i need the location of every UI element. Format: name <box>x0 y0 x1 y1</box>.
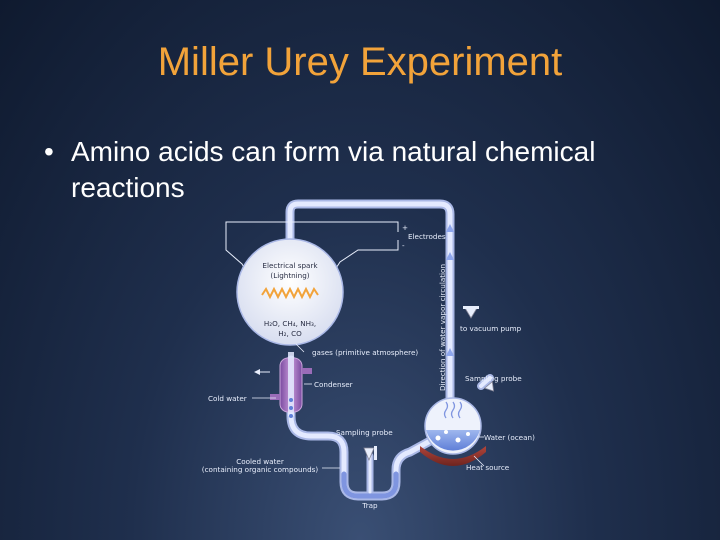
sampling-probe-right-label: Sampling probe <box>465 374 522 383</box>
gases-label: gases (primitive atmosphere) <box>312 348 418 357</box>
bullet-text: Amino acids can form via natural chemica… <box>71 136 596 203</box>
condenser <box>270 352 312 418</box>
vacuum-pump-label: to vacuum pump <box>460 324 522 333</box>
spark-label-line1: Electrical spark <box>262 261 318 270</box>
vacuum-stopcock-icon <box>463 306 479 319</box>
cold-water-label: Cold water <box>208 394 247 403</box>
cooled-water-label-line1: Cooled water <box>236 457 284 466</box>
gas-formula-line2: H₂, CO <box>278 329 302 338</box>
boiling-flask <box>424 397 482 455</box>
bullet-point: • Amino acids can form via natural chemi… <box>44 134 684 206</box>
heat-source <box>420 446 486 466</box>
electrodes-label: Electrodes <box>408 232 446 241</box>
spark-chamber: Electrical spark (Lightning) H₂O, CH₄, N… <box>236 238 344 346</box>
sampling-stopcock-right-icon <box>483 380 495 392</box>
circulation-direction-label: Direction of water vapor circulation <box>438 264 447 391</box>
spark-label-line2: (Lightning) <box>270 271 309 280</box>
glass-tubing <box>285 199 494 501</box>
cooled-water-label-line2: (containing organic compounds) <box>202 465 319 474</box>
spark-icon <box>261 286 319 300</box>
bullet-marker: • <box>44 136 54 167</box>
condenser-label: Condenser <box>314 380 353 389</box>
electrode-minus-label: - <box>402 241 405 250</box>
sampling-probe-bottom-label: Sampling probe <box>336 428 393 437</box>
electrode-plus-label: + <box>402 223 408 232</box>
label-leader-lines <box>252 343 485 469</box>
sampling-stopcock-bottom-icon <box>363 446 377 462</box>
heat-source-label: Heat source <box>466 463 510 472</box>
steam-icon <box>443 401 463 419</box>
water-ocean-label: Water (ocean) <box>484 433 535 442</box>
gas-formula-line1: H₂O, CH₄, NH₃, <box>264 319 316 328</box>
slide-title: Miller Urey Experiment <box>157 40 563 84</box>
trap-label: Trap <box>361 501 378 510</box>
